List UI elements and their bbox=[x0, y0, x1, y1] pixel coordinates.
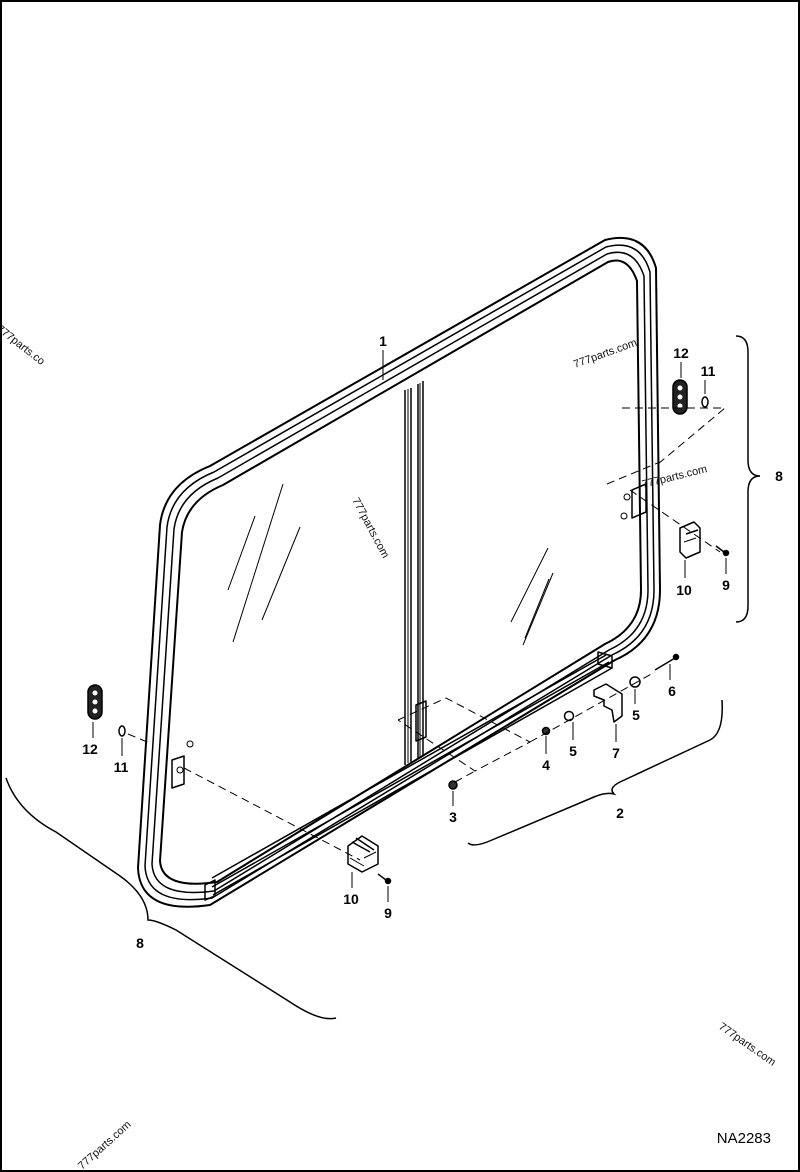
callouts: 1 12 11 8 10 9 6 5 5 7 4 3 2 12 11 10 9 … bbox=[82, 333, 783, 951]
glass-reflections bbox=[227, 483, 554, 646]
washer-5a bbox=[563, 710, 575, 722]
callout-4: 4 bbox=[542, 757, 550, 773]
callout-10-right: 10 bbox=[676, 582, 692, 598]
hinge-plate-left bbox=[87, 684, 103, 720]
callout-5b: 5 bbox=[632, 707, 640, 723]
callout-7: 7 bbox=[612, 745, 620, 761]
callout-8-left: 8 bbox=[136, 935, 144, 951]
callout-1: 1 bbox=[379, 333, 387, 349]
hinge-block-left bbox=[347, 835, 379, 873]
watermark-center: 777parts.com bbox=[349, 496, 391, 560]
callout-3: 3 bbox=[449, 809, 457, 825]
window-frame bbox=[137, 236, 661, 908]
latch-7 bbox=[593, 683, 623, 723]
hinge-plate-right bbox=[672, 379, 688, 415]
callout-12-right: 12 bbox=[673, 345, 689, 361]
washer-left bbox=[118, 725, 126, 737]
assembly-lines bbox=[127, 407, 727, 861]
brace-left bbox=[5, 777, 337, 1020]
washer-right bbox=[701, 396, 709, 408]
washer-5b bbox=[629, 676, 641, 688]
callout-9-right: 9 bbox=[722, 577, 730, 593]
callout-6: 6 bbox=[668, 683, 676, 699]
callout-11-left: 11 bbox=[114, 759, 129, 775]
callout-12-left: 12 bbox=[82, 741, 98, 757]
watermark-top-right: 777parts.com bbox=[572, 337, 639, 371]
watermark-bracket: 777parts.com bbox=[641, 463, 709, 491]
brace-right bbox=[735, 335, 761, 623]
nut-4 bbox=[541, 726, 551, 736]
callout-11-right: 11 bbox=[701, 363, 716, 379]
callout-9-left: 9 bbox=[384, 905, 392, 921]
callout-5a: 5 bbox=[569, 743, 577, 759]
callout-10-left: 10 bbox=[343, 891, 359, 907]
pin-6 bbox=[654, 653, 680, 671]
watermarks: 777parts.com 777parts.com 777parts.com 7… bbox=[0, 323, 778, 1172]
brace-bottom bbox=[467, 699, 723, 846]
braces bbox=[5, 335, 761, 1020]
screw-left bbox=[377, 873, 392, 885]
watermark-bottom-left: 777parts.com bbox=[76, 1119, 134, 1172]
watermark-bottom-right: 777parts.com bbox=[716, 1021, 777, 1069]
watermark-left-edge: 777parts.co bbox=[0, 323, 47, 368]
nut-3 bbox=[448, 780, 458, 790]
hinge-block-right bbox=[679, 521, 701, 559]
drawing-code: NA2283 bbox=[717, 1130, 771, 1147]
screw-right bbox=[715, 545, 730, 557]
hardware bbox=[87, 379, 730, 885]
callout-8-right: 8 bbox=[775, 468, 783, 484]
callout-2: 2 bbox=[616, 805, 624, 821]
leader-lines bbox=[92, 350, 727, 902]
